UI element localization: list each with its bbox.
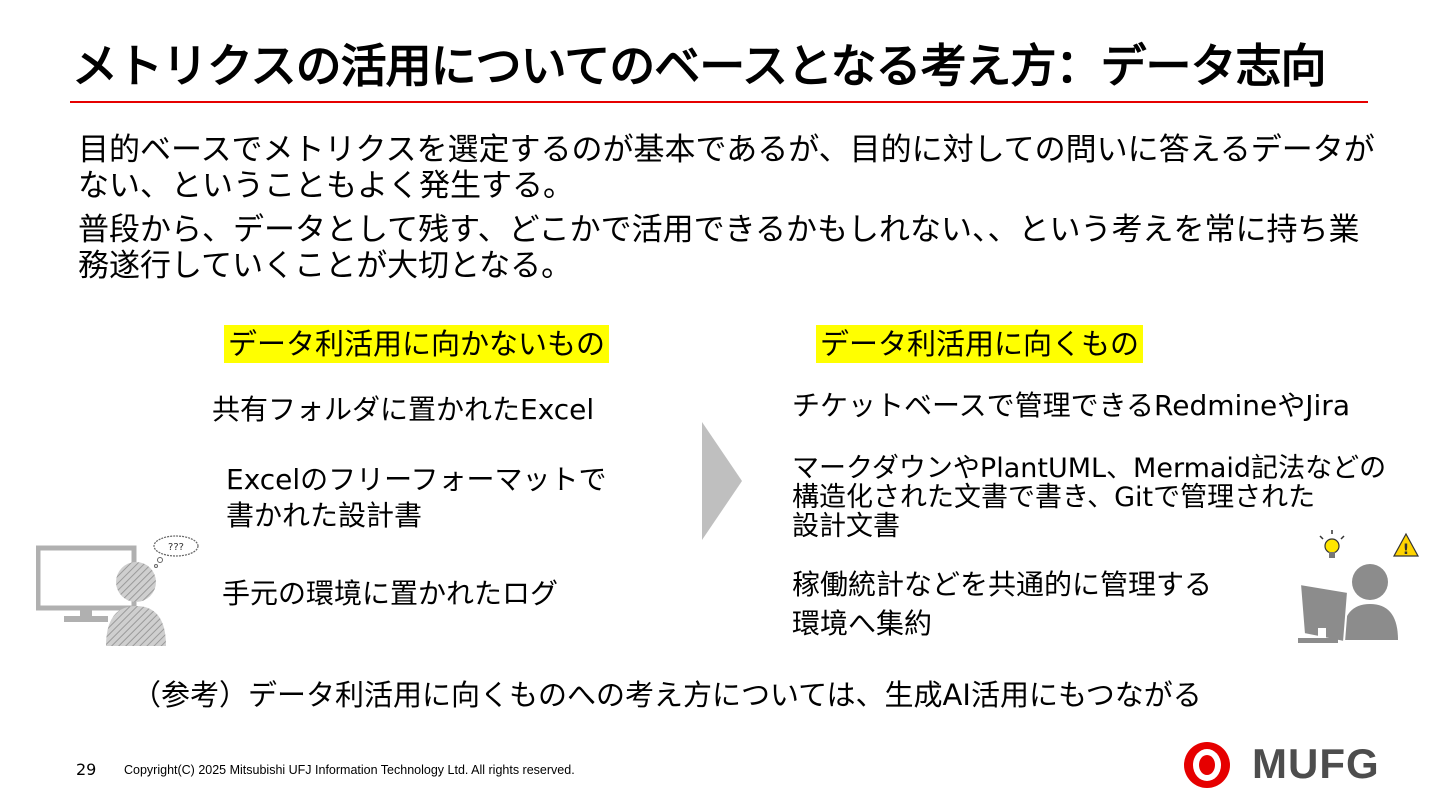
- list-item-left-2: Excelのフリーフォーマットで 書かれた設計書: [226, 463, 607, 532]
- list-item-left-3: 手元の環境に置かれたログ: [222, 577, 559, 610]
- person-icon: [106, 562, 166, 646]
- arrow-right-icon: [702, 422, 742, 540]
- right-column-heading: データ利活用に向くもの: [816, 325, 1144, 363]
- person-icon: [1342, 564, 1398, 640]
- left-column-heading: データ利活用に向かないもの: [224, 325, 610, 363]
- mufg-logo: MUFG: [1182, 738, 1379, 790]
- person-at-monitor-left: ???: [36, 535, 199, 646]
- slide-title: メトリクスの活用についてのベースとなる考え方：データ志向: [72, 39, 1327, 93]
- title-divider: [70, 101, 1368, 103]
- intro-paragraph-2: 普段から、データとして残す、どこかで活用できるかもしれない、、という考えを常に持…: [78, 212, 1360, 284]
- list-item-right-1: チケットベースで管理できるRedmineやJira: [792, 389, 1350, 422]
- intro-text: 目的ベースでメトリクスを選定するのが基本であるが、目的に対しての問いに答えるデー…: [78, 132, 1378, 292]
- svg-text:???: ???: [168, 542, 184, 553]
- list-item-right-2: マークダウンやPlantUML、Mermaid記法などの 構造化された文書で書き…: [792, 453, 1387, 542]
- logo-text: MUFG: [1252, 740, 1380, 787]
- intro-paragraph-1: 目的ベースでメトリクスを選定するのが基本であるが、目的に対しての問いに答えるデー…: [78, 132, 1375, 204]
- monitor-icon: [1298, 582, 1350, 644]
- mufg-logo-icon: [1184, 742, 1230, 788]
- thought-bubble-icon: ???: [153, 535, 199, 568]
- copyright-notice: Copyright(C) 2025 Mitsubishi UFJ Informa…: [124, 763, 575, 777]
- lightbulb-icon: [1319, 530, 1345, 558]
- list-item-left-1: 共有フォルダに置かれたExcel: [212, 393, 595, 426]
- svg-text:!: !: [1403, 542, 1409, 558]
- footnote: （参考）データ利活用に向くものへの考え方については、生成AI活用にもつながる: [132, 678, 1202, 712]
- warning-icon: !: [1392, 532, 1420, 558]
- person-at-monitor-right: !: [1298, 530, 1420, 644]
- list-item-right-3: 稼働統計などを共通的に管理する 環境へ集約: [792, 568, 1213, 640]
- page-number: 29: [76, 760, 97, 779]
